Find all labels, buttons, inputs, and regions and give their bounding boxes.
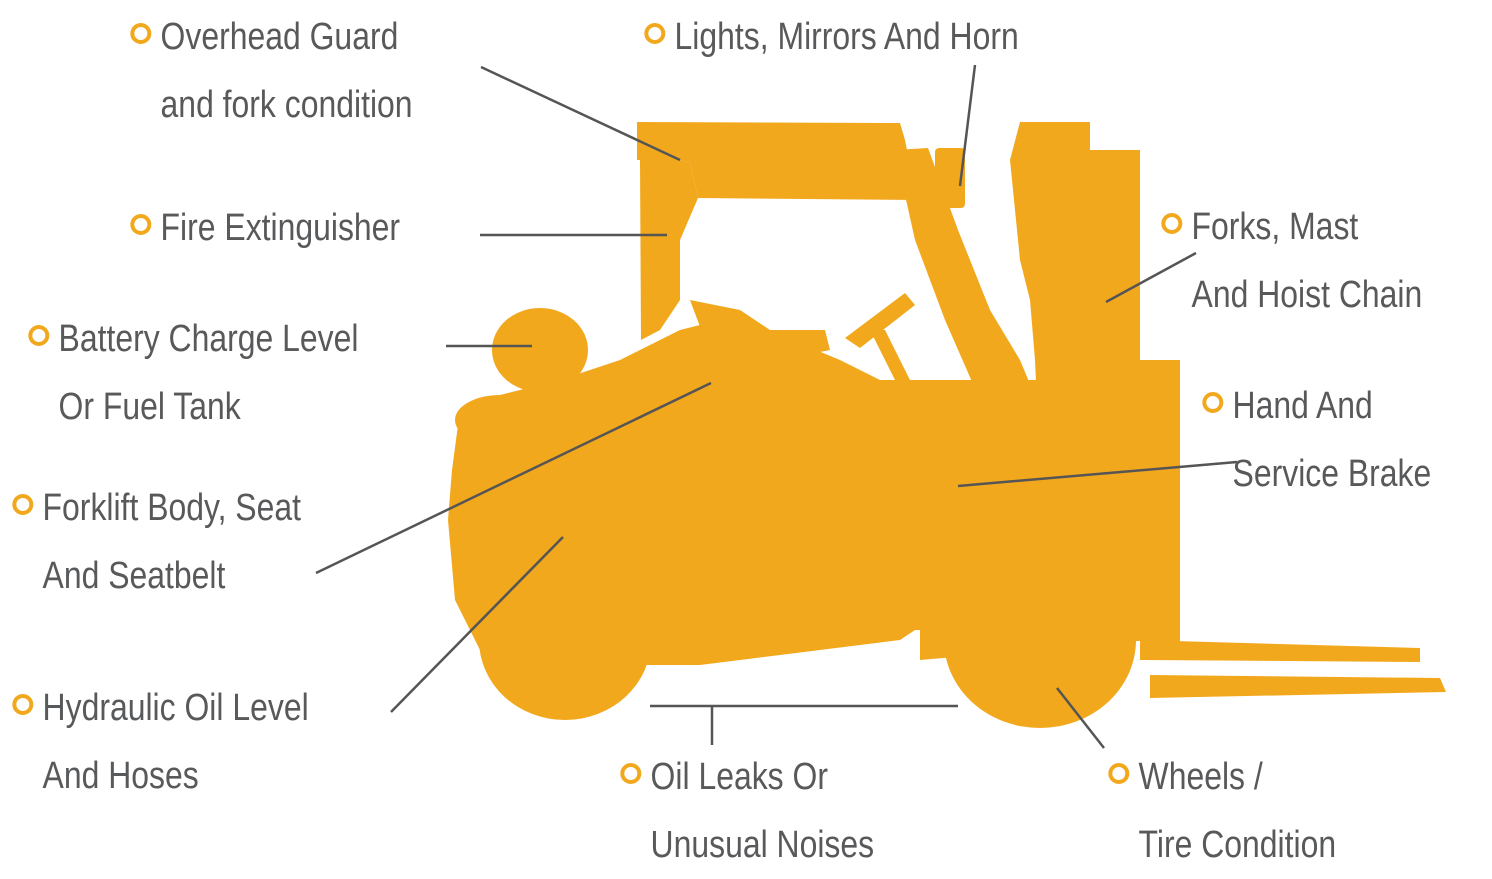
label-text: Wheels / xyxy=(1138,756,1263,798)
label-overhead-guard: Overhead Guard and fork condition xyxy=(130,3,413,139)
label-fire-extinguisher: Fire Extinguisher xyxy=(130,194,401,262)
label-text: and fork condition xyxy=(160,84,413,126)
label-text: And Seatbelt xyxy=(42,555,226,597)
label-text: Service Brake xyxy=(1232,453,1432,495)
label-body-seat: Forklift Body, Seat And Seatbelt xyxy=(12,474,301,610)
label-hydraulic: Hydraulic Oil Level And Hoses xyxy=(12,674,309,810)
label-text: Forks, Mast xyxy=(1191,206,1359,248)
label-text: Hand And xyxy=(1232,385,1373,427)
label-text: And Hoist Chain xyxy=(1191,274,1423,316)
leader-lines xyxy=(315,64,1238,749)
label-oil-leaks: Oil Leaks Or Unusual Noises xyxy=(620,743,875,879)
label-text: Fire Extinguisher xyxy=(160,207,401,249)
label-text: Overhead Guard xyxy=(160,16,399,58)
label-lights: Lights, Mirrors And Horn xyxy=(644,3,1019,71)
label-text: Unusual Noises xyxy=(650,824,875,866)
circle-bullet-icon xyxy=(28,325,50,346)
label-text: Or Fuel Tank xyxy=(58,386,241,428)
label-brake: Hand And Service Brake xyxy=(1202,372,1432,508)
label-wheels: Wheels / Tire Condition xyxy=(1108,743,1337,879)
forklift-silhouette-icon xyxy=(448,122,1446,728)
label-text: Lights, Mirrors And Horn xyxy=(674,16,1019,58)
leader-overhead-guard xyxy=(480,65,681,162)
circle-bullet-icon xyxy=(644,23,666,44)
label-text: Tire Condition xyxy=(1138,824,1337,866)
label-text: Forklift Body, Seat xyxy=(42,487,301,529)
label-text: Oil Leaks Or xyxy=(650,756,828,798)
circle-bullet-icon xyxy=(12,494,34,515)
circle-bullet-icon xyxy=(12,694,34,715)
circle-bullet-icon xyxy=(620,763,642,784)
circle-bullet-icon xyxy=(1108,763,1130,784)
circle-bullet-icon xyxy=(130,214,152,235)
leader-brake xyxy=(957,460,1238,488)
leader-lights xyxy=(958,64,977,187)
leader-body-seat xyxy=(315,381,712,575)
circle-bullet-icon xyxy=(1161,213,1183,234)
label-text: Hydraulic Oil Level xyxy=(42,687,309,729)
leader-hydraulic xyxy=(390,536,564,713)
leader-forks-mast xyxy=(1105,251,1197,304)
label-forks-mast: Forks, Mast And Hoist Chain xyxy=(1161,193,1423,329)
label-text: Battery Charge Level xyxy=(58,318,359,360)
label-battery: Battery Charge Level Or Fuel Tank xyxy=(28,305,359,441)
circle-bullet-icon xyxy=(1202,392,1224,413)
leader-wheels xyxy=(1056,687,1105,749)
label-text: And Hoses xyxy=(42,755,199,797)
circle-bullet-icon xyxy=(130,23,152,44)
